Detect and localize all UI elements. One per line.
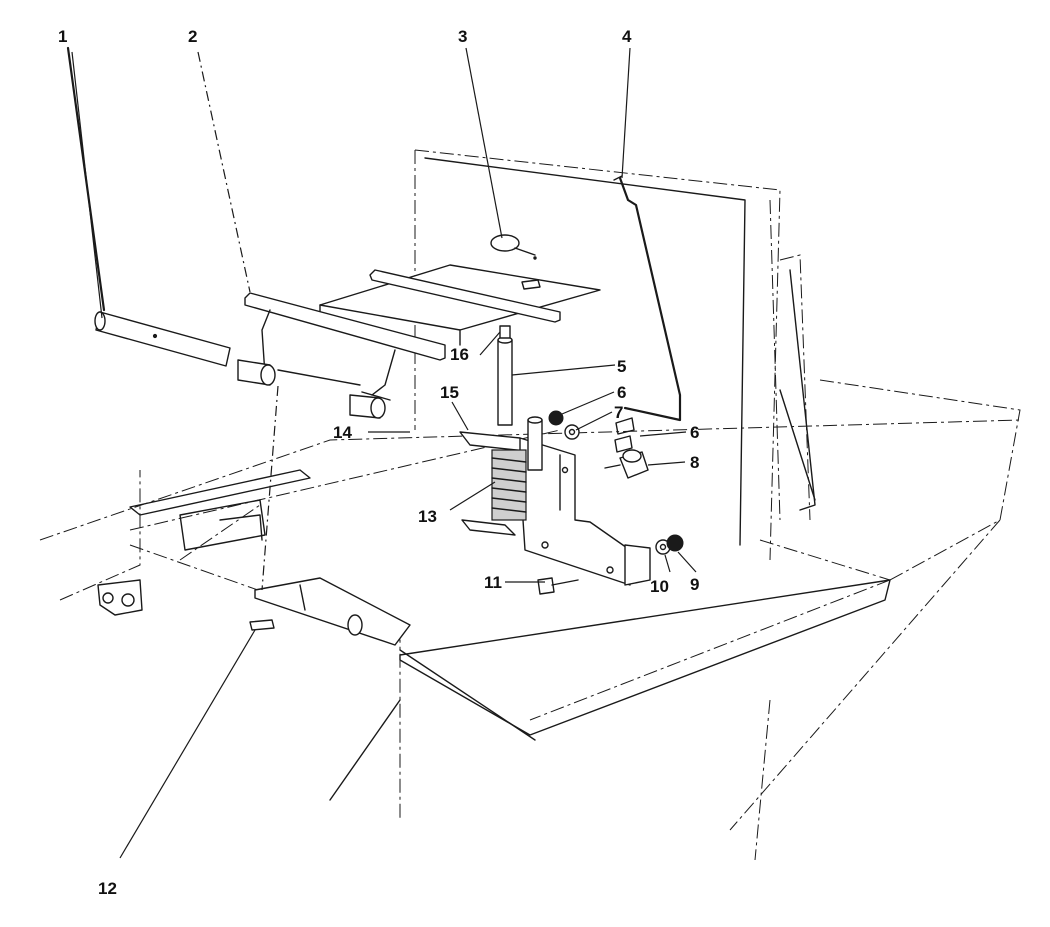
shift-rod bbox=[613, 175, 682, 435]
handle-rod bbox=[66, 46, 231, 367]
bracket-assembly bbox=[459, 416, 651, 586]
leader-lines bbox=[71, 47, 697, 859]
cabinet-frame bbox=[39, 379, 1021, 861]
callout-1: 1 bbox=[58, 27, 67, 46]
upright-pin bbox=[497, 325, 513, 426]
callout-6: 6 bbox=[617, 383, 626, 402]
callout-7: 7 bbox=[614, 403, 623, 422]
callout-2: 2 bbox=[188, 27, 197, 46]
upright-panel bbox=[414, 149, 816, 561]
callout-16: 16 bbox=[450, 345, 469, 364]
callout-13: 13 bbox=[418, 507, 437, 526]
callout-15: 15 bbox=[440, 383, 459, 402]
callouts: 1 2 3 4 5 6 7 6 8 9 10 11 12 13 14 15 16 bbox=[58, 27, 699, 898]
bushings bbox=[237, 359, 386, 419]
callout-8: 8 bbox=[690, 453, 699, 472]
crank-bar-assembly bbox=[244, 269, 561, 401]
callout-5: 5 bbox=[617, 357, 626, 376]
callout-10: 10 bbox=[650, 577, 669, 596]
callout-14: 14 bbox=[333, 423, 352, 442]
callout-11: 11 bbox=[484, 573, 502, 592]
callout-3: 3 bbox=[458, 27, 467, 46]
spring bbox=[491, 449, 527, 521]
hardware bbox=[97, 410, 684, 646]
callout-6b: 6 bbox=[690, 423, 699, 442]
callout-9: 9 bbox=[690, 575, 699, 594]
cotter-pin bbox=[490, 234, 541, 290]
callout-12: 12 bbox=[98, 879, 117, 898]
callout-4: 4 bbox=[622, 27, 632, 46]
